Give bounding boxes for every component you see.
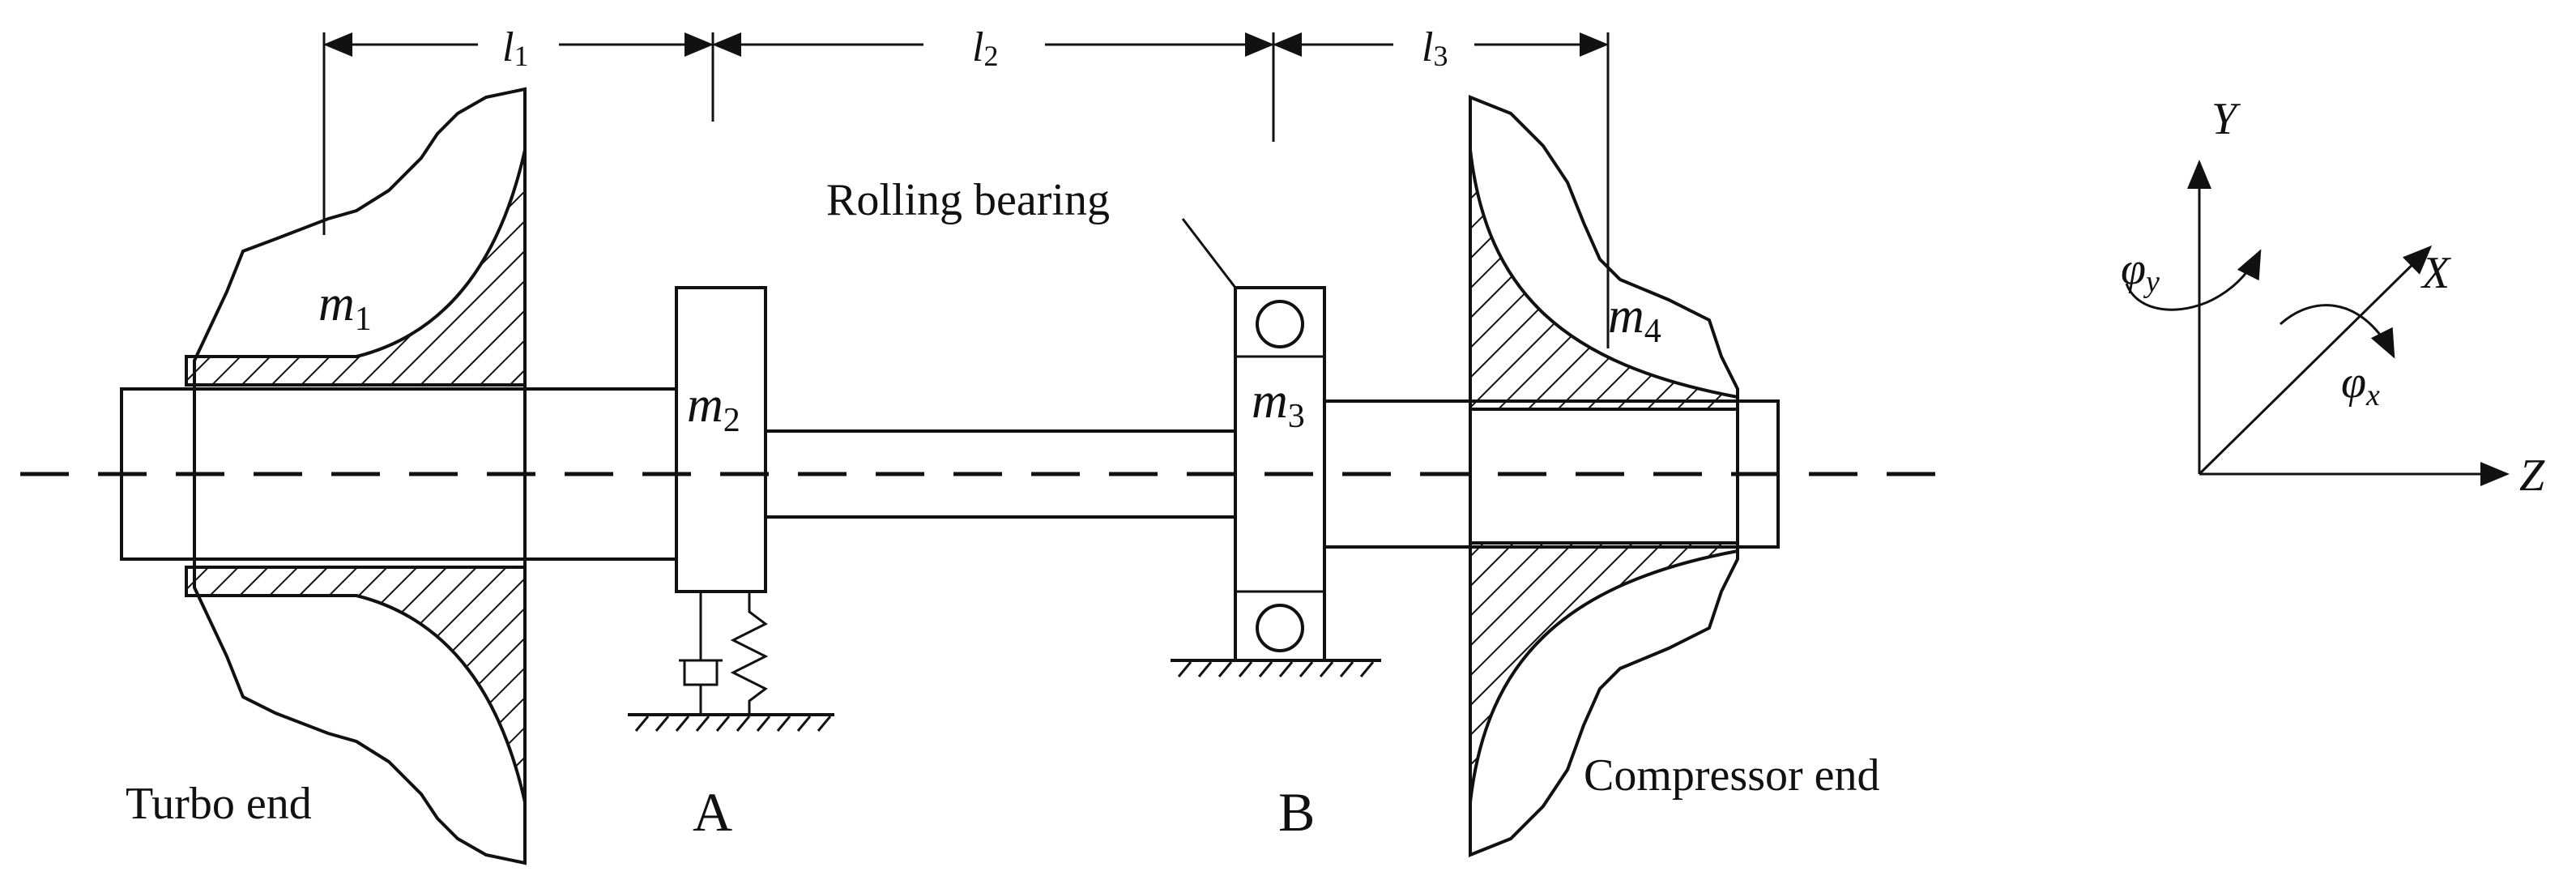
- disk-m2: [675, 286, 767, 593]
- support-b: [1171, 218, 1381, 677]
- phi-x-label: φx: [2341, 357, 2380, 412]
- compressor-end-label: Compressor end: [1584, 750, 1880, 801]
- bearing-ball-top: [1256, 300, 1304, 348]
- turbine-hatch-upper: [185, 149, 527, 387]
- dimension-lines: [322, 32, 1610, 348]
- spring: [730, 592, 769, 715]
- ground-b-hatch: [1177, 661, 1375, 677]
- turbine-wheel: [185, 87, 527, 865]
- shaft-right-stub: [1323, 399, 1780, 549]
- x-axis-label: X: [2420, 248, 2452, 298]
- mass-label-m4: m4: [1608, 288, 1661, 350]
- z-axis-label: Z: [2519, 451, 2545, 501]
- y-axis-label: Y: [2211, 94, 2241, 144]
- compressor-hatch-upper: [1469, 149, 1739, 411]
- damper-body: [683, 659, 719, 686]
- compressor-wheel-outline: [1469, 95, 1739, 857]
- mass-label-m3: m3: [1252, 374, 1305, 435]
- dim-label-l2: l2: [972, 24, 998, 72]
- rolling-bearing-label: Rolling bearing: [826, 175, 1110, 225]
- phi-x-rotation-arrow: [2280, 304, 2395, 359]
- phi-y-label: φy: [2121, 244, 2160, 299]
- support-a: [628, 286, 834, 732]
- dim-label-l1: l1: [502, 24, 528, 72]
- coordinate-system: [2125, 160, 2510, 486]
- bearing-ball-bottom: [1256, 604, 1304, 652]
- support-a-label: A: [693, 781, 732, 843]
- bearing-leader-line: [1181, 218, 1237, 288]
- turbo-end-label: Turbo end: [126, 779, 312, 829]
- support-b-label: B: [1278, 781, 1315, 843]
- mass-label-m1: m1: [318, 276, 372, 338]
- ground-a-hatch: [634, 716, 832, 732]
- dim-label-l3: l3: [1422, 24, 1448, 72]
- compressor-hatch-lower: [1469, 541, 1739, 803]
- compressor-wheel: [1469, 95, 1739, 857]
- x-axis: [2198, 245, 2433, 476]
- phi-y-rotation-arrow: [2125, 249, 2262, 311]
- turbine-hatch-lower: [185, 566, 527, 803]
- mass-label-m2: m2: [687, 378, 740, 439]
